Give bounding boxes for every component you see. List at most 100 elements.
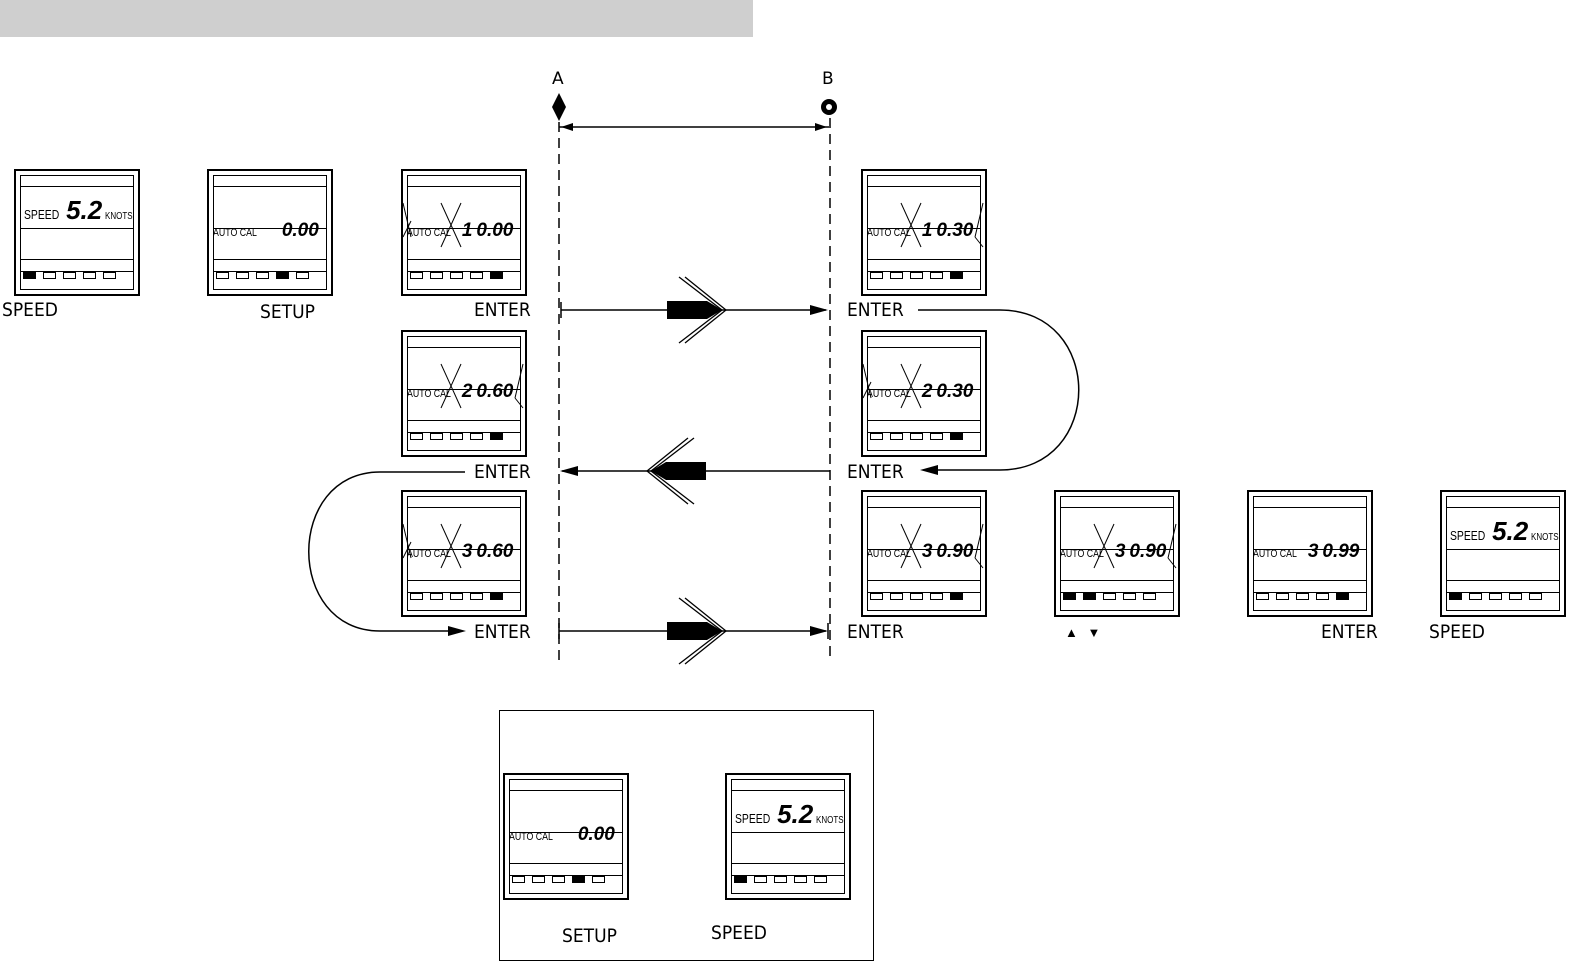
indicator-led-3: [63, 272, 76, 279]
label-enter-4: ENTER: [847, 461, 904, 483]
indicator-led-3: [774, 876, 787, 883]
indicator-led-3: [450, 593, 463, 600]
display-screen: [20, 175, 134, 290]
indicator-led-4: [470, 593, 483, 600]
knots-caption: KNOTS: [1531, 532, 1559, 543]
inset-box: [499, 710, 874, 961]
indicator-led-2: [43, 272, 56, 279]
run-number: 2: [921, 381, 933, 402]
indicator-led-5: [814, 876, 827, 883]
indicator-led-2: [1276, 593, 1289, 600]
boat-icon-run-3: [667, 597, 727, 665]
indicator-led-5: [950, 433, 963, 440]
run-number: 3: [1114, 541, 1126, 562]
indicator-led-5: [490, 593, 503, 600]
run-number: 2: [461, 381, 473, 402]
label-enter-5: ENTER: [474, 621, 531, 643]
indicator-led-1: [1063, 593, 1076, 600]
label-enter-6: ENTER: [847, 621, 904, 643]
indicator-led-1: [23, 272, 36, 279]
indicator-led-2: [430, 433, 443, 440]
label-enter-1: ENTER: [474, 299, 531, 321]
button-indicators: [870, 593, 963, 600]
indicator-led-3: [910, 272, 923, 279]
boat-icon-run-2: [646, 437, 706, 505]
indicator-led-5: [490, 272, 503, 279]
speed-value: 5.2: [66, 195, 103, 225]
auto-cal-readout: AUTO CAL 0.00: [213, 220, 319, 242]
cal-value: 0.00: [577, 824, 615, 845]
speed-value: 5.2: [777, 799, 814, 829]
up-down-arrows-icon: ▲ ▼: [1065, 625, 1104, 640]
auto-cal-caption: AUTO CAL: [213, 227, 257, 239]
display-screen: [1446, 496, 1560, 611]
label-speed-1: SPEED: [2, 299, 58, 321]
indicator-led-2: [890, 593, 903, 600]
button-indicators: [1063, 593, 1156, 600]
button-indicators: [1449, 593, 1542, 600]
indicator-led-4: [930, 593, 943, 600]
label-setup-1: SETUP: [260, 301, 315, 323]
indicator-led-4: [930, 433, 943, 440]
indicator-led-1: [734, 876, 747, 883]
button-indicators: [870, 433, 963, 440]
auto-cal-caption: AUTO CAL: [867, 548, 911, 560]
cal-value: 0.90: [1129, 541, 1167, 562]
indicator-led-3: [256, 272, 269, 279]
indicator-led-3: [1103, 593, 1116, 600]
indicator-led-2: [532, 876, 545, 883]
indicator-led-5: [1529, 593, 1542, 600]
button-indicators: [410, 272, 503, 279]
run-number: 3: [461, 541, 473, 562]
indicator-led-1: [1449, 593, 1462, 600]
button-indicators: [512, 876, 605, 883]
indicator-led-2: [1083, 593, 1096, 600]
turn-loop-left: [308, 471, 465, 632]
indicator-led-3: [910, 593, 923, 600]
indicator-led-1: [410, 433, 423, 440]
point-a-label: A: [552, 69, 564, 89]
indicator-led-2: [430, 593, 443, 600]
label-speed-3: SPEED: [711, 922, 767, 944]
indicator-led-1: [410, 593, 423, 600]
indicator-led-4: [1509, 593, 1522, 600]
indicator-led-1: [410, 272, 423, 279]
button-indicators: [410, 433, 503, 440]
indicator-led-2: [890, 433, 903, 440]
cal-value: 0.30: [936, 220, 974, 241]
button-indicators: [410, 593, 503, 600]
indicator-led-3: [450, 272, 463, 279]
indicator-led-3: [1489, 593, 1502, 600]
auto-cal-caption: AUTO CAL: [867, 388, 911, 400]
knots-caption: KNOTS: [816, 815, 844, 826]
indicator-led-2: [236, 272, 249, 279]
display-screen: [213, 175, 327, 290]
indicator-led-5: [950, 272, 963, 279]
cal-value: 0.00: [281, 220, 319, 241]
cal-value: 0.30: [936, 381, 974, 402]
indicator-led-2: [1469, 593, 1482, 600]
run-number: 1: [461, 220, 473, 241]
speed-value: 5.2: [1492, 516, 1529, 546]
label-speed-2: SPEED: [1429, 621, 1485, 643]
indicator-led-4: [572, 876, 585, 883]
cal-value: 0.90: [936, 541, 974, 562]
auto-cal-caption: AUTO CAL: [1060, 548, 1104, 560]
indicator-led-2: [754, 876, 767, 883]
auto-cal-caption: AUTO CAL: [407, 548, 451, 560]
distance-dimension: [559, 123, 829, 131]
